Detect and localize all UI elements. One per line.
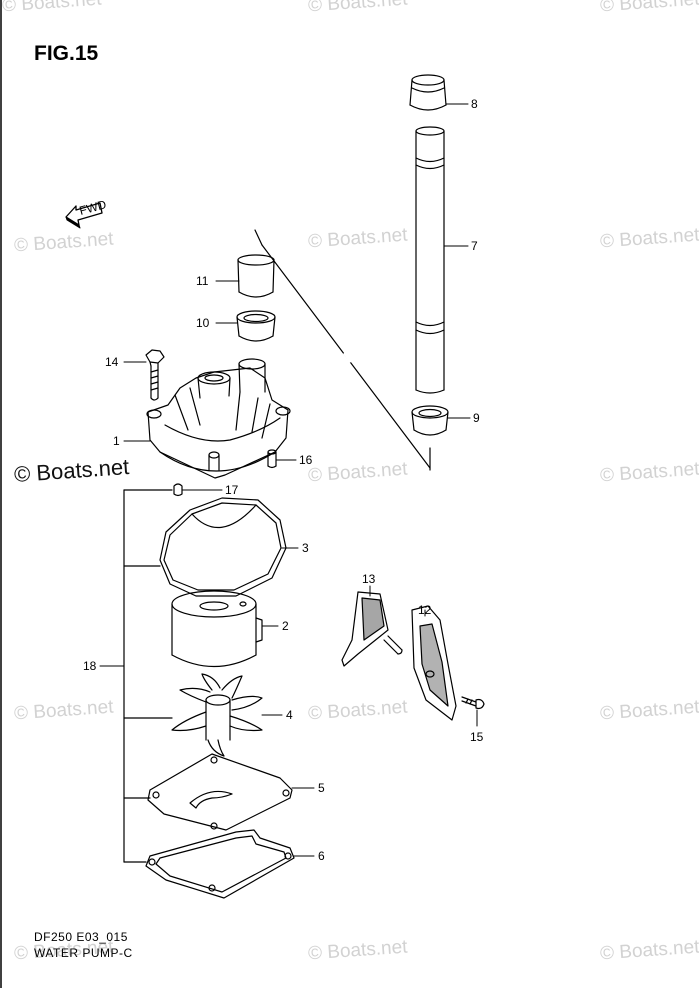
- pump-case-part: [146, 358, 291, 479]
- callout-12: 12: [418, 603, 432, 617]
- bolt-part: [145, 349, 165, 401]
- callout-8: 8: [471, 97, 478, 111]
- callout-5: 5: [318, 781, 325, 795]
- callout-13: 13: [362, 572, 376, 586]
- callout-16: 16: [299, 453, 313, 467]
- tube-grommet-lower-part: [411, 405, 449, 436]
- callout-17: 17: [225, 483, 239, 497]
- callout-10: 10: [196, 316, 210, 330]
- tube-seal-part: [236, 310, 276, 342]
- callout-2: 2: [282, 619, 289, 633]
- callout-15: 15: [470, 730, 484, 744]
- callout-4: 4: [286, 708, 293, 722]
- callout-11: 11: [196, 274, 209, 288]
- callout-3: 3: [302, 541, 309, 555]
- callout-18: 18: [83, 659, 97, 673]
- dowel-pin-part: [267, 449, 277, 469]
- kit-bracket: [123, 489, 173, 863]
- liner-part: [171, 590, 263, 668]
- figure-title: FIG.15: [34, 42, 99, 65]
- key-part: [173, 483, 183, 497]
- seal-ring-part: [159, 497, 287, 597]
- callout-7: 7: [471, 239, 478, 253]
- strainer-cover-part: [341, 591, 403, 667]
- fwd-arrow-icon: FWD: [65, 197, 108, 229]
- water-tube-part: [415, 126, 445, 394]
- tube-grommet-upper-part: [409, 74, 447, 111]
- plate-part: [147, 753, 293, 831]
- assembly-line: [254, 229, 431, 471]
- callout-labels: 8 7 9 11 10 14 1 16 17 3 2 4 5 6 18 13 1…: [83, 97, 484, 863]
- impeller-part: [171, 673, 263, 757]
- callout-14: 14: [105, 355, 119, 369]
- callout-1: 1: [113, 434, 120, 448]
- tube-sleeve-part: [237, 254, 275, 298]
- fwd-label: FWD: [78, 197, 108, 218]
- diagram-name: WATER PUMP-C: [34, 946, 133, 960]
- screw-part: [461, 696, 485, 710]
- gasket-part: [145, 829, 295, 899]
- callout-9: 9: [473, 411, 480, 425]
- leader-lines: [99, 103, 478, 857]
- strainer-part: [411, 605, 457, 721]
- diagram-code: DF250 E03_015: [34, 930, 128, 944]
- callout-6: 6: [318, 849, 325, 863]
